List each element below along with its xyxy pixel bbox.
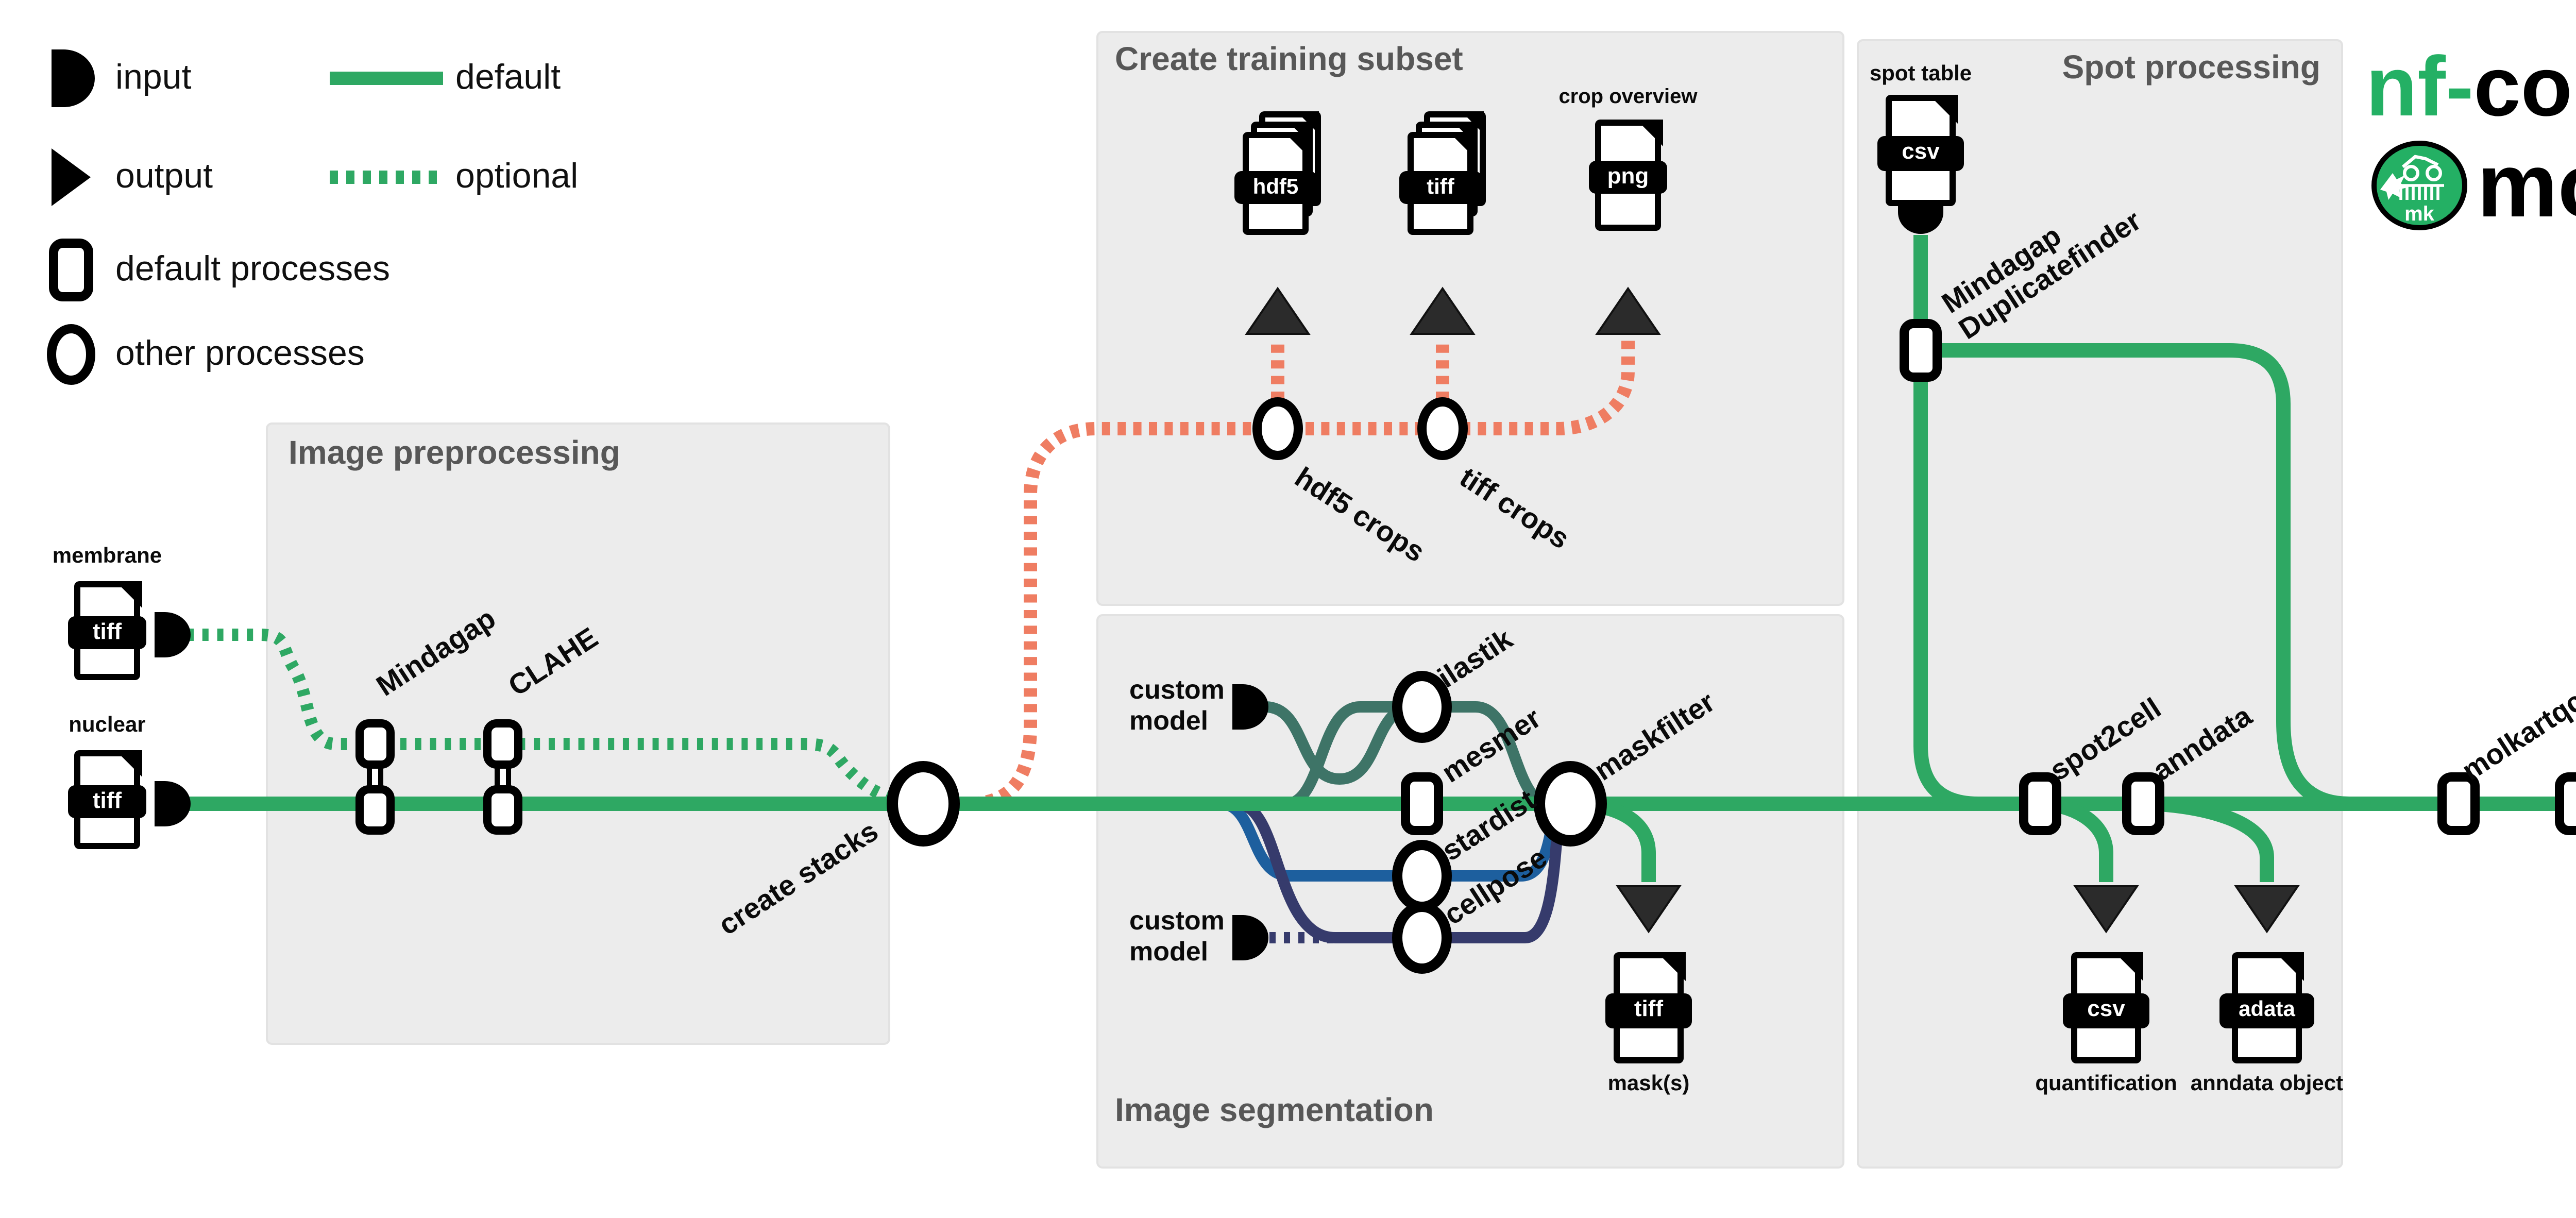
nuclear-input-glyph	[155, 781, 191, 826]
node-multiqc	[2555, 772, 2576, 835]
salmon-optional-paths	[940, 338, 1635, 810]
logo-nf: nf	[2366, 39, 2446, 134]
green-default-paths	[188, 235, 2576, 882]
node-molkartqc	[2437, 772, 2480, 835]
navy-cellpose-path	[1235, 798, 1567, 943]
logo-core: core/	[2473, 39, 2576, 134]
title-create-training-subset: Create training subset	[1115, 43, 1463, 78]
logo-dash: -	[2445, 39, 2474, 134]
spot-table-file-icon: csv	[1877, 95, 1964, 206]
title-image-segmentation: Image segmentation	[1115, 1094, 1434, 1129]
node-clahe	[483, 719, 522, 835]
node-anndata	[2122, 772, 2164, 835]
logo: nf-core/ mk molkart	[2366, 41, 2576, 237]
label-custom-model-bottom-1: custom	[1129, 905, 1225, 936]
legend-default-line-label: default	[455, 58, 561, 97]
quantification-file-icon: csv	[2063, 952, 2149, 1063]
spot-table-caption: spot table	[1869, 62, 1972, 87]
green-optional-membrane-path	[188, 629, 897, 806]
node-stardist	[1392, 840, 1452, 912]
legend-input-label: input	[115, 58, 192, 97]
down-arrows	[1616, 885, 2300, 934]
membrane-file-icon: tiff	[68, 581, 146, 680]
node-ilastik	[1392, 671, 1452, 743]
legend-output-icon	[52, 148, 91, 206]
membrane-input-glyph	[155, 612, 191, 657]
legend-default-process-icon	[49, 239, 93, 301]
node-spot2cell	[2019, 772, 2061, 835]
legend-other-process-icon	[47, 324, 95, 385]
anndata-object-caption: anndata object	[2190, 1072, 2344, 1096]
tiff-stack-icon: tiff	[1399, 111, 1486, 235]
png-file-icon: png	[1589, 120, 1667, 231]
label-custom-model-bottom-2: model	[1129, 936, 1209, 967]
mask-caption: mask(s)	[1607, 1072, 1690, 1096]
title-image-preprocessing: Image preprocessing	[289, 437, 620, 472]
process-nodes	[355, 319, 2576, 974]
go-kart-icon: mk	[2371, 141, 2467, 230]
label-custom-model-top-1: custom	[1129, 674, 1225, 705]
up-arrows	[1245, 286, 1661, 335]
legend-glyphs	[47, 49, 443, 385]
legend-default-processes-label: default processes	[115, 249, 390, 289]
input-glyphs	[155, 206, 1943, 960]
legend-input-icon	[52, 49, 95, 107]
node-duplicatefinder	[1900, 319, 1942, 382]
node-cellpose	[1392, 902, 1452, 974]
hdf5-stack-icon: hdf5	[1234, 111, 1321, 235]
node-maskfilter	[1534, 761, 1607, 847]
node-create-stacks	[887, 761, 960, 847]
legend-optional-line-label: optional	[455, 157, 579, 196]
nuclear-caption: nuclear	[69, 713, 146, 738]
membrane-caption: membrane	[52, 544, 162, 569]
anndata-object-file-icon: adata	[2219, 952, 2314, 1063]
crop-overview-caption: crop overview	[1558, 87, 1698, 109]
svg-text:mk: mk	[2404, 202, 2435, 225]
mask-file-icon: tiff	[1605, 952, 1692, 1063]
label-custom-model-top-2: model	[1129, 705, 1209, 736]
node-hdf5-crops	[1252, 397, 1303, 460]
node-tiff-crops	[1417, 397, 1468, 460]
spot-table-connector-glyph	[1898, 206, 1943, 234]
custom-model-bottom-input-glyph	[1232, 915, 1268, 960]
node-mindagap	[355, 719, 395, 835]
legend-other-processes-label: other processes	[115, 334, 365, 373]
custom-model-top-input-glyph	[1232, 684, 1268, 730]
quantification-caption: quantification	[2035, 1072, 2177, 1096]
title-spot-processing: Spot processing	[2062, 52, 2320, 87]
nuclear-file-icon: tiff	[68, 750, 146, 849]
legend-output-label: output	[115, 157, 213, 196]
report-caption: report	[2555, 1072, 2576, 1096]
logo-pipeline-name: molkart	[2477, 136, 2576, 237]
node-mesmer	[1401, 772, 1443, 835]
